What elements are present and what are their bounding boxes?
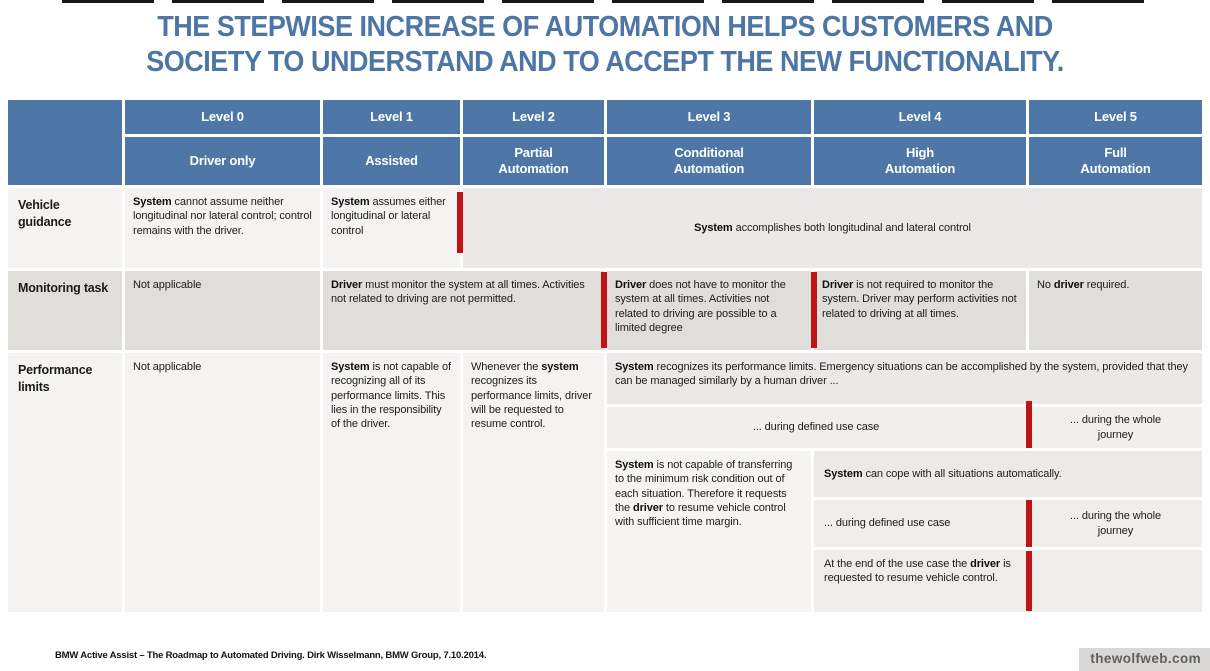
row-label-vehicle-guidance: Vehicle guidance: [8, 188, 122, 268]
cell-performance-level0: Not applicable: [125, 353, 320, 612]
handover-bar-monitoring-l2-l3: [601, 272, 607, 348]
header-name-full-automation: Full Automation: [1029, 137, 1202, 185]
cell-performance-level5-empty: [1029, 550, 1202, 612]
handover-bar-monitoring-l3-l4: [811, 272, 817, 348]
header-level-2: Level 2: [463, 100, 604, 134]
header-level-3: Level 3: [607, 100, 811, 134]
cell-performance-level3-4-defined-use-case: ... during defined use case: [607, 407, 1025, 448]
header-level-1: Level 1: [323, 100, 460, 134]
slide-title-line2: SOCIETY TO UNDERSTAND AND TO ACCEPT THE …: [146, 45, 1064, 78]
header-name-assisted: Assisted: [323, 137, 460, 185]
cell-performance-level2: Whenever the system recognizes its perfo…: [463, 353, 604, 612]
row-label-monitoring-task: Monitoring task: [8, 271, 122, 350]
handover-bar-performance-end-l4-l5: [1026, 551, 1032, 611]
cell-performance-level4-end-of-use-case: At the end of the use case the driver is…: [814, 550, 1026, 612]
slide-title: THE STEPWISE INCREASE OF AUTOMATION HELP…: [42, 10, 1167, 80]
header-name-partial-automation: Partial Automation: [463, 137, 604, 185]
handover-bar-performance-usecase2-l4-l5: [1026, 500, 1032, 547]
header-level-4: Level 4: [814, 100, 1026, 134]
source-footnote: BMW Active Assist – The Roadmap to Autom…: [55, 650, 487, 661]
cell-monitoring-level5: No driver required.: [1029, 271, 1202, 350]
cell-monitoring-level0: Not applicable: [125, 271, 320, 350]
header-name-conditional-automation: Conditional Automation: [607, 137, 811, 185]
cell-performance-level4-5-cope: System can cope with all situations auto…: [814, 451, 1202, 497]
header-name-driver-only: Driver only: [125, 137, 320, 185]
watermark: thewolfweb.com: [1079, 648, 1210, 671]
header-name-high-automation: High Automation: [814, 137, 1026, 185]
cell-monitoring-level1-2: Driver must monitor the system at all ti…: [323, 271, 604, 350]
cell-performance-level3-transfer: System is not capable of transferring to…: [607, 451, 811, 612]
cell-monitoring-level4: Driver is not required to monitor the sy…: [814, 271, 1026, 350]
cell-performance-level1: System is not capable of recognizing all…: [323, 353, 460, 612]
cell-performance-level4-defined-use-case: ... during defined use case: [814, 500, 1026, 547]
slide-title-line1: THE STEPWISE INCREASE OF AUTOMATION HELP…: [157, 11, 1053, 43]
cell-vehicle-guidance-level0: System cannot assume neither longitudina…: [125, 188, 320, 268]
cell-monitoring-level3: Driver does not have to monitor the syst…: [607, 271, 811, 350]
top-dashed-border: [62, 0, 1147, 3]
header-level-5: Level 5: [1029, 100, 1202, 134]
header-level-0: Level 0: [125, 100, 320, 134]
cell-performance-level3-5-recognize: System recognizes its performance limits…: [607, 353, 1202, 404]
header-corner-cell: [8, 100, 122, 185]
cell-vehicle-guidance-level2-5: System accomplishes both longitudinal an…: [463, 188, 1202, 268]
handover-bar-performance-usecase-l4-l5: [1026, 401, 1032, 448]
cell-vehicle-guidance-level1: System assumes either longitudinal or la…: [323, 188, 460, 268]
row-label-performance-limits: Performance limits: [8, 353, 122, 612]
handover-bar-vehicle-guidance-l1-l2: [457, 192, 463, 253]
